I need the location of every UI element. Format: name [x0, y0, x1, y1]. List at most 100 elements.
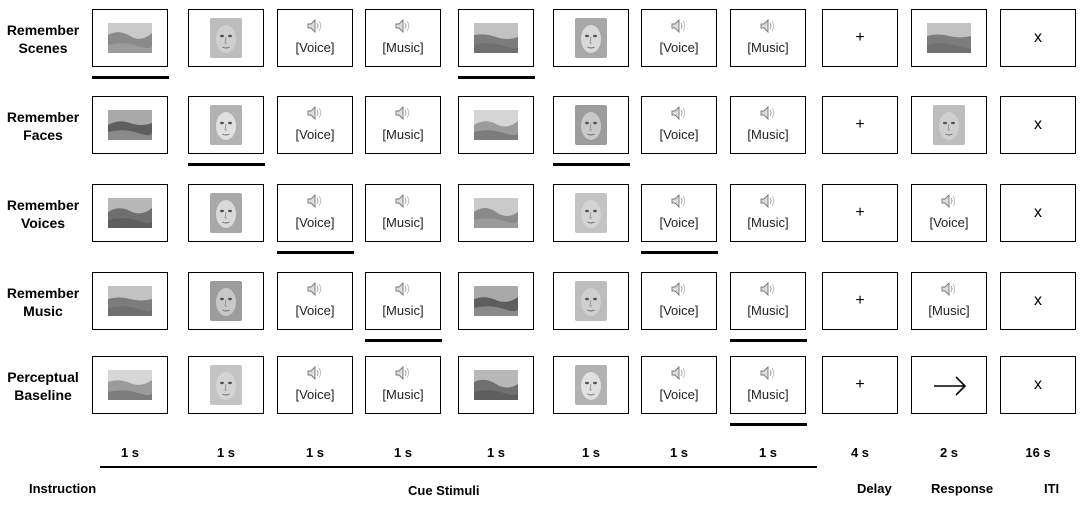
face-image — [575, 193, 607, 233]
music-label: [Music] — [382, 127, 424, 142]
music-label: [Music] — [382, 387, 424, 402]
face-image — [210, 18, 242, 58]
scene-image — [474, 198, 518, 228]
speaker-icon — [671, 281, 686, 297]
speaker-icon — [760, 18, 775, 34]
stimulus-box-scene — [458, 184, 534, 242]
arrow-right-icon — [934, 376, 967, 396]
scene-image — [474, 370, 518, 400]
row-label: Remember Music — [6, 285, 80, 319]
footer-response: Response — [931, 481, 994, 496]
speaker-icon — [395, 281, 410, 297]
speaker-icon — [760, 281, 775, 297]
stimulus-box-scene — [92, 9, 168, 67]
target-underline — [92, 76, 169, 79]
iti-symbol: x — [1034, 292, 1042, 309]
stimulus-box-music: [Music] — [730, 9, 806, 67]
speaker-icon — [760, 193, 775, 209]
stimulus-box-music: [Music] — [365, 184, 441, 242]
stimulus-box-scene — [92, 96, 168, 154]
stimulus-box-delay: + — [822, 9, 898, 67]
face-image — [575, 105, 607, 145]
iti-symbol: x — [1034, 116, 1042, 133]
delay-symbol: + — [855, 376, 865, 393]
iti-symbol: x — [1034, 29, 1042, 46]
row-label: Remember Voices — [6, 197, 80, 231]
delay-symbol: + — [855, 204, 865, 221]
speaker-icon — [671, 365, 686, 381]
duration-label: 1 s — [120, 445, 140, 460]
iti-symbol: x — [1034, 204, 1042, 221]
music-label: [Music] — [747, 40, 789, 55]
stimulus-box-scene — [92, 184, 168, 242]
speaker-icon — [395, 105, 410, 121]
duration-label: 1 s — [758, 445, 778, 460]
music-label: [Music] — [382, 215, 424, 230]
face-image — [210, 365, 242, 405]
stimulus-box-delay: + — [822, 272, 898, 330]
row-label: Perceptual Baseline — [7, 369, 79, 403]
face-image — [575, 18, 607, 58]
duration-label: 1 s — [486, 445, 506, 460]
music-label: [Music] — [382, 303, 424, 318]
stimulus-box-music: [Music] — [730, 96, 806, 154]
stimulus-box-face — [188, 184, 264, 242]
target-underline — [553, 163, 630, 166]
voice-label: [Voice] — [295, 303, 335, 318]
scene-image — [108, 110, 152, 140]
stimulus-box-iti: x — [1000, 356, 1076, 414]
stimulus-box-arrow — [911, 356, 987, 414]
voice-label: [Voice] — [659, 215, 699, 230]
duration-label: 16 s — [1025, 445, 1051, 460]
scene-image — [474, 23, 518, 53]
speaker-icon — [671, 193, 686, 209]
duration-label: 2 s — [939, 445, 959, 460]
speaker-icon — [671, 105, 686, 121]
stimulus-box-voice: [Voice] — [641, 272, 717, 330]
row-label: Remember Scenes — [6, 22, 80, 56]
speaker-icon — [760, 105, 775, 121]
target-underline — [277, 251, 354, 254]
footer-cue-stimuli: Cue Stimuli — [408, 483, 480, 498]
face-image — [933, 105, 965, 145]
stimulus-box-music: [Music] — [730, 272, 806, 330]
scene-image — [474, 110, 518, 140]
stimulus-box-face — [553, 96, 629, 154]
target-underline — [730, 423, 807, 426]
voice-label: [Voice] — [659, 40, 699, 55]
music-label: [Music] — [747, 303, 789, 318]
stimulus-box-voice: [Voice] — [641, 356, 717, 414]
face-image — [575, 365, 607, 405]
duration-label: 1 s — [669, 445, 689, 460]
speaker-icon — [671, 18, 686, 34]
voice-label: [Voice] — [295, 40, 335, 55]
stimulus-box-music: [Music] — [365, 96, 441, 154]
duration-label: 1 s — [305, 445, 325, 460]
target-underline — [365, 339, 442, 342]
stimulus-box-music: [Music] — [365, 272, 441, 330]
stimulus-box-music: [Music] — [365, 9, 441, 67]
face-image — [575, 281, 607, 321]
stimulus-box-face — [188, 96, 264, 154]
scene-image — [474, 286, 518, 316]
footer-instruction: Instruction — [29, 481, 97, 496]
music-label: [Music] — [382, 40, 424, 55]
stimulus-box-music: [Music] — [911, 272, 987, 330]
stimulus-box-voice: [Voice] — [911, 184, 987, 242]
stimulus-box-iti: x — [1000, 96, 1076, 154]
speaker-icon — [395, 18, 410, 34]
scene-image — [108, 370, 152, 400]
stimulus-box-iti: x — [1000, 9, 1076, 67]
iti-symbol: x — [1034, 376, 1042, 393]
stimulus-box-delay: + — [822, 96, 898, 154]
stimulus-box-voice: [Voice] — [277, 96, 353, 154]
stimulus-box-scene — [911, 9, 987, 67]
stimulus-box-scene — [458, 9, 534, 67]
speaker-icon — [307, 365, 322, 381]
voice-label: [Voice] — [295, 127, 335, 142]
stimulus-box-face — [553, 272, 629, 330]
stimulus-box-face — [911, 96, 987, 154]
stimulus-box-voice: [Voice] — [277, 272, 353, 330]
speaker-icon — [307, 18, 322, 34]
row-label: Remember Faces — [6, 109, 80, 143]
